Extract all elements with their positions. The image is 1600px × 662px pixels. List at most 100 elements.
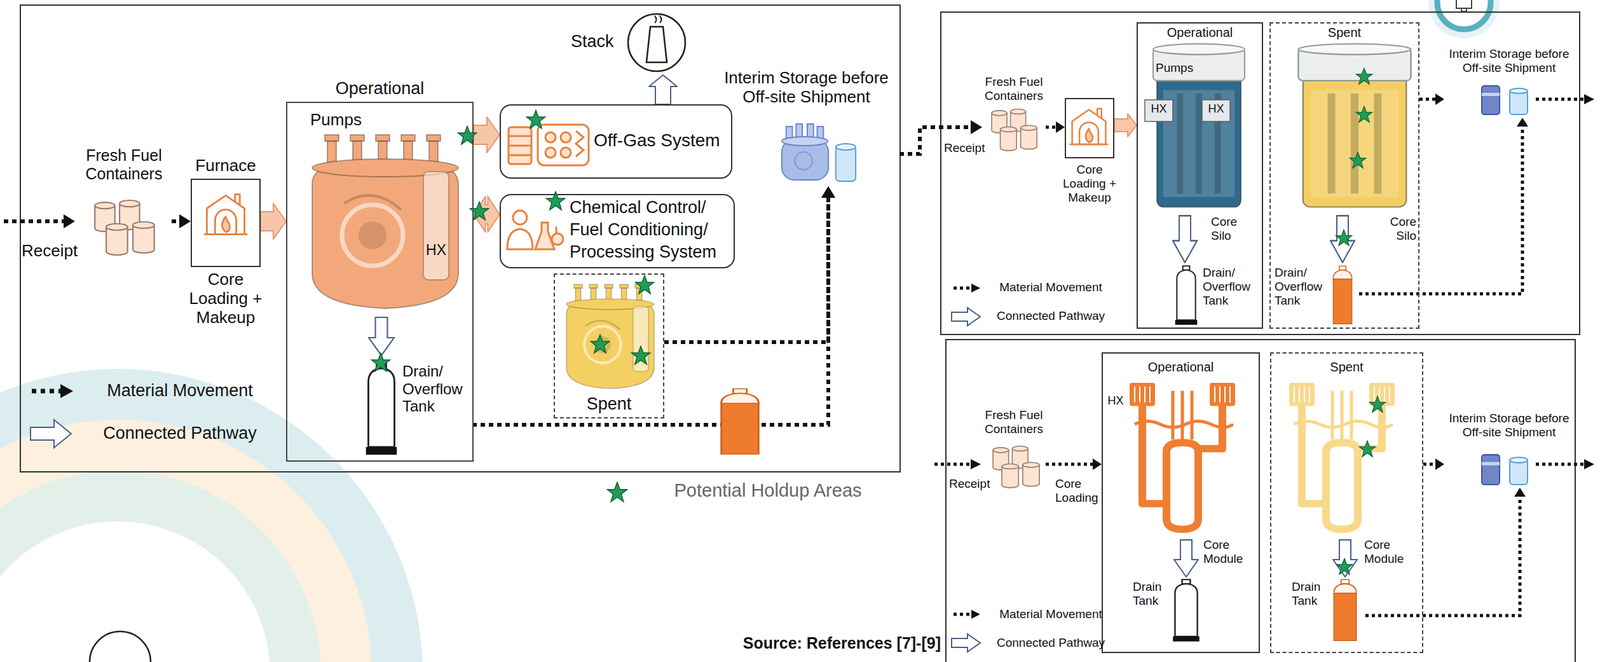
illustration-part xyxy=(545,132,556,143)
illustration-part xyxy=(940,12,1580,335)
text-label: Interim Storage before Off-site Shipment xyxy=(713,68,900,107)
text-label: Fresh Fuel Containers xyxy=(982,408,1046,437)
illustration-part xyxy=(1584,458,1595,470)
material-movement-line xyxy=(1045,125,1058,130)
connector xyxy=(1045,458,1102,470)
illustration-part xyxy=(1333,579,1356,641)
node-box: SpentCore ModuleDrain Tank xyxy=(1270,352,1424,653)
text-label: HX xyxy=(1146,102,1172,116)
pathway-arrow xyxy=(473,116,500,153)
text-label: Spent xyxy=(553,394,665,414)
text-label: Spent xyxy=(1269,25,1420,41)
background-arcs xyxy=(0,0,1500,662)
illustration-part xyxy=(204,194,248,235)
illustration-part xyxy=(1428,0,1500,39)
illustration-part xyxy=(537,124,589,166)
illustration-part xyxy=(545,147,556,158)
illustration-part xyxy=(1172,215,1197,262)
illustration-part xyxy=(1333,539,1358,577)
illustration-part xyxy=(3,219,64,224)
text-label: Interim Storage before Off-site Shipment xyxy=(1444,47,1574,76)
illustration-part xyxy=(781,123,856,182)
illustration-part xyxy=(508,127,532,165)
text-label: Receipt xyxy=(943,141,988,156)
illustration-part xyxy=(1335,229,1353,246)
illustration-part xyxy=(1359,440,1376,457)
arrow-head xyxy=(970,120,983,135)
connector xyxy=(1114,113,1137,137)
text-label: Stack xyxy=(570,31,625,52)
text-label: Receipt xyxy=(949,476,994,491)
node-box: Fresh Fuel Containers xyxy=(982,73,1046,156)
connector xyxy=(1045,121,1065,133)
arrow-head xyxy=(1435,93,1445,105)
illustration-part xyxy=(1174,539,1199,577)
illustration-part xyxy=(469,201,489,220)
text-label: Connected Pathway xyxy=(987,308,1115,323)
text-label: Drain/ Overflow Tank xyxy=(402,362,472,416)
core-module xyxy=(1129,382,1395,529)
node-box: OperationalHXCore ModuleDrain Tank xyxy=(1101,352,1260,653)
illustration-part xyxy=(1298,43,1411,207)
illustration-part xyxy=(1349,151,1367,168)
connector xyxy=(472,186,836,425)
node-box: Chemical Control/ Fuel Conditioning/ Pro… xyxy=(499,193,735,269)
off-gas-icon xyxy=(508,124,589,166)
illustration-part xyxy=(971,283,981,293)
illustration-part xyxy=(457,125,477,145)
connector xyxy=(649,75,677,105)
illustration-part xyxy=(1175,265,1198,325)
text-label: Spent xyxy=(1270,359,1424,375)
text-label: Drain Tank xyxy=(1132,579,1168,608)
illustration-part xyxy=(0,419,372,662)
node-box: OperationalPumpsHXDrain/ Overflow Tank xyxy=(286,101,474,462)
illustration-part xyxy=(560,132,571,143)
illustration-part xyxy=(1535,97,1585,102)
illustration-part xyxy=(1172,579,1200,641)
text-label: Drain/ Overflow Tank xyxy=(1202,265,1260,308)
text-label: Drain/ Overflow Tank xyxy=(1274,265,1327,308)
node-box: FurnaceCore Loading + Makeup xyxy=(190,178,261,267)
text-label: Connected Pathway xyxy=(84,423,276,444)
illustration-part xyxy=(63,214,76,229)
illustration-part xyxy=(992,446,1040,488)
text-label: Core Module xyxy=(1364,537,1419,566)
node-box: Drain/ Overflow Tank xyxy=(1273,261,1360,326)
text-label: Material Movement xyxy=(84,380,276,401)
illustration-part xyxy=(1202,99,1231,122)
node-box: Drain Tank xyxy=(1131,575,1208,643)
illustration-part xyxy=(0,368,423,662)
illustration-part xyxy=(1481,85,1528,115)
text-label: Pumps xyxy=(310,110,374,130)
illustration-part xyxy=(371,352,390,372)
illustration-part xyxy=(0,470,322,662)
material-movement-line xyxy=(1419,97,1437,102)
node-box: Interim Storage before Off-site Shipment xyxy=(1444,45,1574,118)
illustration-part xyxy=(934,462,971,466)
node-box: Spent xyxy=(553,273,665,419)
illustration-part xyxy=(970,458,981,470)
text-label: Off-Gas System xyxy=(593,130,729,151)
node-box: Stack xyxy=(570,12,691,76)
chemistry-icon xyxy=(507,210,564,250)
text-label: Connected Pathway xyxy=(987,635,1115,650)
illustration-part xyxy=(1129,382,1236,529)
node-box: Drain Tank xyxy=(1290,575,1366,643)
text-label: Material Movement xyxy=(987,280,1115,295)
text-label: Pumps xyxy=(1155,61,1201,76)
node-box: OperationalPumpsHXHXCore SiloDrain/ Over… xyxy=(1136,22,1264,329)
connector xyxy=(1423,458,1445,470)
arrow-head xyxy=(821,186,836,198)
illustration-part xyxy=(555,226,558,233)
material-movement-line xyxy=(664,196,829,342)
node-box: SpentCore SiloDrain/ Overflow Tank xyxy=(1269,22,1420,329)
illustration-part xyxy=(94,200,154,255)
arrow-head xyxy=(1092,458,1102,470)
material-movement-line xyxy=(171,219,181,224)
illustration-part xyxy=(1144,99,1173,122)
illustration-part xyxy=(590,334,609,353)
illustration-part xyxy=(535,222,555,250)
text-label: Core Loading xyxy=(1055,476,1101,505)
connector xyxy=(260,203,287,240)
